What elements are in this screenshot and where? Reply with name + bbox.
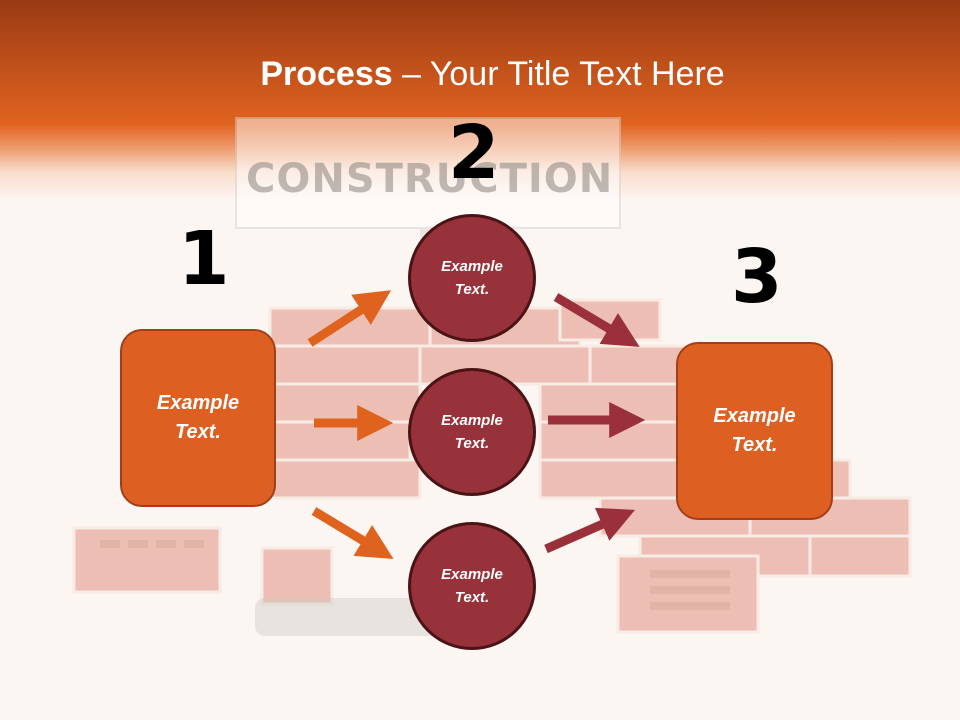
title-bold: Process (260, 55, 393, 93)
circle-middle-label: Example Text. (441, 412, 503, 452)
step-number-1: 1 (178, 216, 230, 302)
arrow-down-right-icon (311, 507, 394, 560)
step-number-2: 2 (448, 110, 500, 196)
circle-middle[interactable]: Example Text. (408, 368, 536, 496)
circle-top-label: Example Text. (441, 258, 503, 298)
arrow-up-right-icon (544, 507, 636, 554)
step-number-3: 3 (731, 234, 783, 320)
title-rest: – Your Title Text Here (392, 55, 725, 93)
right-box-label: Example Text. (713, 405, 796, 456)
construction-sign-text: CONSTRUCTION (246, 156, 614, 202)
arrow-down-right-icon (553, 293, 640, 347)
circle-bottom-label: Example Text. (441, 566, 503, 606)
right-text-box[interactable]: Example Text. (676, 342, 833, 520)
arrow-up-right-icon (307, 290, 392, 347)
left-text-box[interactable]: Example Text. (120, 329, 276, 507)
circle-bottom[interactable]: Example Text. (408, 522, 536, 650)
circle-top[interactable]: Example Text. (408, 214, 536, 342)
left-box-label: Example Text. (156, 392, 240, 443)
slide-title: Process – Your Title Text Here (0, 52, 960, 96)
